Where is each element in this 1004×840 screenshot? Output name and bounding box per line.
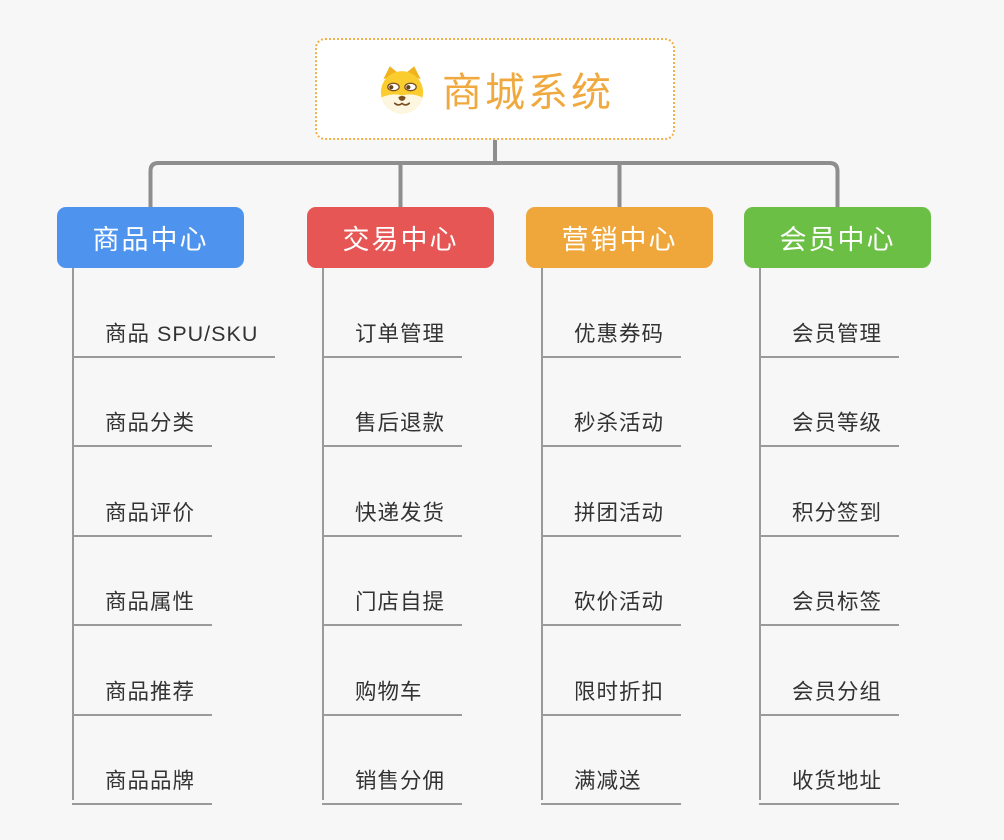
leaf-label: 商品 SPU/SKU	[105, 321, 259, 346]
leaf-node[interactable]: 会员等级	[759, 358, 900, 447]
branch-children: 优惠券码 秒杀活动 拼团活动 砍价活动 限时折扣 满减送	[541, 268, 713, 805]
leaf-node[interactable]: 商品推荐	[72, 626, 213, 716]
leaf-label: 优惠券码	[574, 321, 665, 346]
leaf-node[interactable]: 收货地址	[759, 716, 900, 805]
leaf-label: 门店自提	[355, 590, 446, 614]
leaf-node[interactable]: 秒杀活动	[541, 358, 682, 447]
leaf-label: 销售分佣	[355, 769, 446, 793]
dog-face-icon	[380, 66, 424, 114]
leaf-node[interactable]: 订单管理	[322, 268, 463, 358]
branch-trunk-line	[759, 268, 761, 800]
leaf-node[interactable]: 限时折扣	[541, 626, 682, 716]
leaf-label: 快递发货	[355, 500, 446, 525]
branch-product-center: 商品中心 商品 SPU/SKU 商品分类 商品评价 商品属性 商品推荐 商品品牌	[57, 207, 276, 805]
leaf-node[interactable]: 拼团活动	[541, 447, 682, 537]
branch-header-trade-center[interactable]: 交易中心	[307, 207, 494, 268]
branch-trade-center: 交易中心 订单管理 售后退款 快递发货 门店自提 购物车 销售分佣	[307, 207, 494, 805]
leaf-node[interactable]: 积分签到	[759, 447, 900, 537]
branch-header-marketing-center[interactable]: 营销中心	[526, 207, 713, 268]
leaf-node[interactable]: 会员管理	[759, 268, 900, 358]
leaf-node[interactable]: 商品评价	[72, 447, 213, 537]
leaf-node[interactable]: 快递发货	[322, 447, 463, 537]
leaf-node[interactable]: 商品属性	[72, 537, 213, 626]
leaf-node[interactable]: 门店自提	[322, 537, 463, 626]
leaf-label: 秒杀活动	[574, 411, 665, 435]
leaf-node[interactable]: 商品品牌	[72, 716, 213, 805]
branch-marketing-center: 营销中心 优惠券码 秒杀活动 拼团活动 砍价活动 限时折扣 满减送	[526, 207, 713, 805]
leaf-node[interactable]: 商品分类	[72, 358, 213, 447]
branch-trunk-line	[72, 268, 74, 800]
branch-label: 会员中心	[779, 225, 896, 255]
leaf-node[interactable]: 购物车	[322, 626, 462, 716]
branch-children: 订单管理 售后退款 快递发货 门店自提 购物车 销售分佣	[322, 268, 494, 805]
leaf-label: 积分签到	[792, 500, 883, 525]
leaf-node[interactable]: 销售分佣	[322, 716, 463, 805]
branch-header-product-center[interactable]: 商品中心	[57, 207, 244, 268]
leaf-label: 收货地址	[792, 769, 883, 793]
leaf-node[interactable]: 商品 SPU/SKU	[72, 268, 276, 358]
leaf-node[interactable]: 砍价活动	[541, 537, 682, 626]
root-title: 商城系统	[442, 71, 614, 115]
branch-children: 会员管理 会员等级 积分签到 会员标签 会员分组 收货地址	[759, 268, 931, 805]
branch-label: 营销中心	[561, 225, 678, 255]
leaf-label: 会员等级	[792, 411, 883, 435]
leaf-node[interactable]: 售后退款	[322, 358, 463, 447]
branch-header-member-center[interactable]: 会员中心	[744, 207, 931, 268]
leaf-node[interactable]: 会员标签	[759, 537, 900, 626]
leaf-label: 会员标签	[792, 590, 883, 614]
leaf-label: 订单管理	[355, 321, 446, 346]
leaf-node[interactable]: 满减送	[541, 716, 681, 805]
root-node[interactable]: 商城系统	[315, 38, 675, 140]
leaf-label: 商品分类	[105, 411, 196, 435]
branch-label: 商品中心	[92, 225, 209, 255]
leaf-label: 商品品牌	[105, 769, 196, 793]
leaf-label: 限时折扣	[574, 679, 665, 704]
branch-children: 商品 SPU/SKU 商品分类 商品评价 商品属性 商品推荐 商品品牌	[72, 268, 276, 805]
leaf-label: 购物车	[355, 679, 423, 704]
leaf-label: 砍价活动	[574, 590, 665, 614]
leaf-label: 满减送	[574, 769, 642, 793]
branch-trunk-line	[541, 268, 543, 800]
leaf-label: 商品推荐	[105, 679, 196, 704]
leaf-label: 拼团活动	[574, 500, 665, 525]
leaf-label: 会员管理	[792, 321, 883, 346]
branch-trunk-line	[322, 268, 324, 800]
leaf-label: 售后退款	[355, 411, 446, 435]
leaf-node[interactable]: 会员分组	[759, 626, 900, 716]
leaf-label: 商品评价	[105, 500, 196, 525]
leaf-label: 会员分组	[792, 679, 883, 704]
branch-label: 交易中心	[342, 225, 459, 255]
leaf-node[interactable]: 优惠券码	[541, 268, 682, 358]
leaf-label: 商品属性	[105, 590, 196, 614]
branch-member-center: 会员中心 会员管理 会员等级 积分签到 会员标签 会员分组 收货地址	[744, 207, 931, 805]
